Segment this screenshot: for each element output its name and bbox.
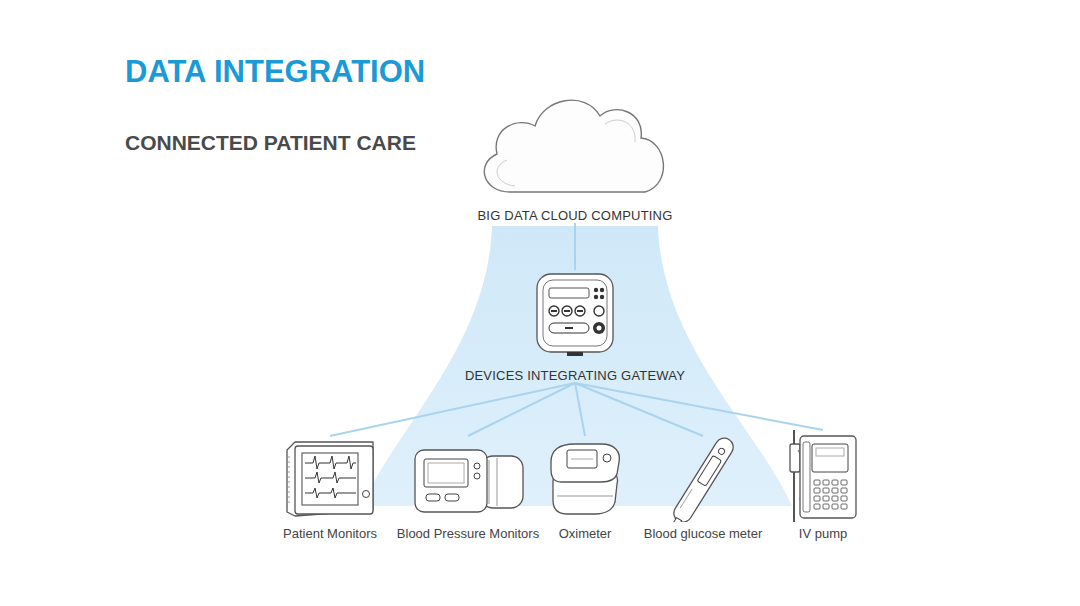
cloud-icon	[455, 84, 695, 202]
cloud-node: BIG DATA CLOUD COMPUTING	[455, 84, 695, 223]
subtitle: CONNECTED PATIENT CARE	[125, 131, 1080, 155]
connector	[575, 383, 823, 430]
diagram-title: DATA INTEGRATION	[125, 54, 1080, 90]
bp-monitor-icon	[393, 436, 543, 522]
device-node: Blood glucose meter	[638, 436, 768, 541]
node-label: Patient Monitors	[283, 526, 377, 541]
connector	[575, 383, 703, 436]
connector	[468, 383, 575, 436]
node-label: BIG DATA CLOUD COMPUTING	[477, 208, 672, 223]
node-label: Blood Pressure Monitors	[397, 526, 539, 541]
device-node: Oximeter	[535, 436, 635, 541]
funnel-shape	[362, 226, 792, 506]
gateway-node: DEVICES INTEGRATING GATEWAY	[462, 270, 688, 383]
glucose-meter-icon	[638, 436, 768, 522]
connector	[575, 383, 585, 436]
device-node: IV pump	[768, 430, 878, 541]
connector	[330, 383, 575, 436]
iv-pump-icon	[768, 430, 878, 522]
node-label: Oximeter	[559, 526, 612, 541]
node-label: DEVICES INTEGRATING GATEWAY	[465, 368, 685, 383]
connector	[574, 223, 576, 270]
monitor-icon	[255, 436, 405, 522]
gateway-icon	[533, 270, 617, 362]
node-label: Blood glucose meter	[644, 526, 763, 541]
device-node: Blood Pressure Monitors	[393, 436, 543, 541]
node-label: IV pump	[799, 526, 847, 541]
device-node: Patient Monitors	[255, 436, 405, 541]
oximeter-icon	[545, 436, 625, 522]
